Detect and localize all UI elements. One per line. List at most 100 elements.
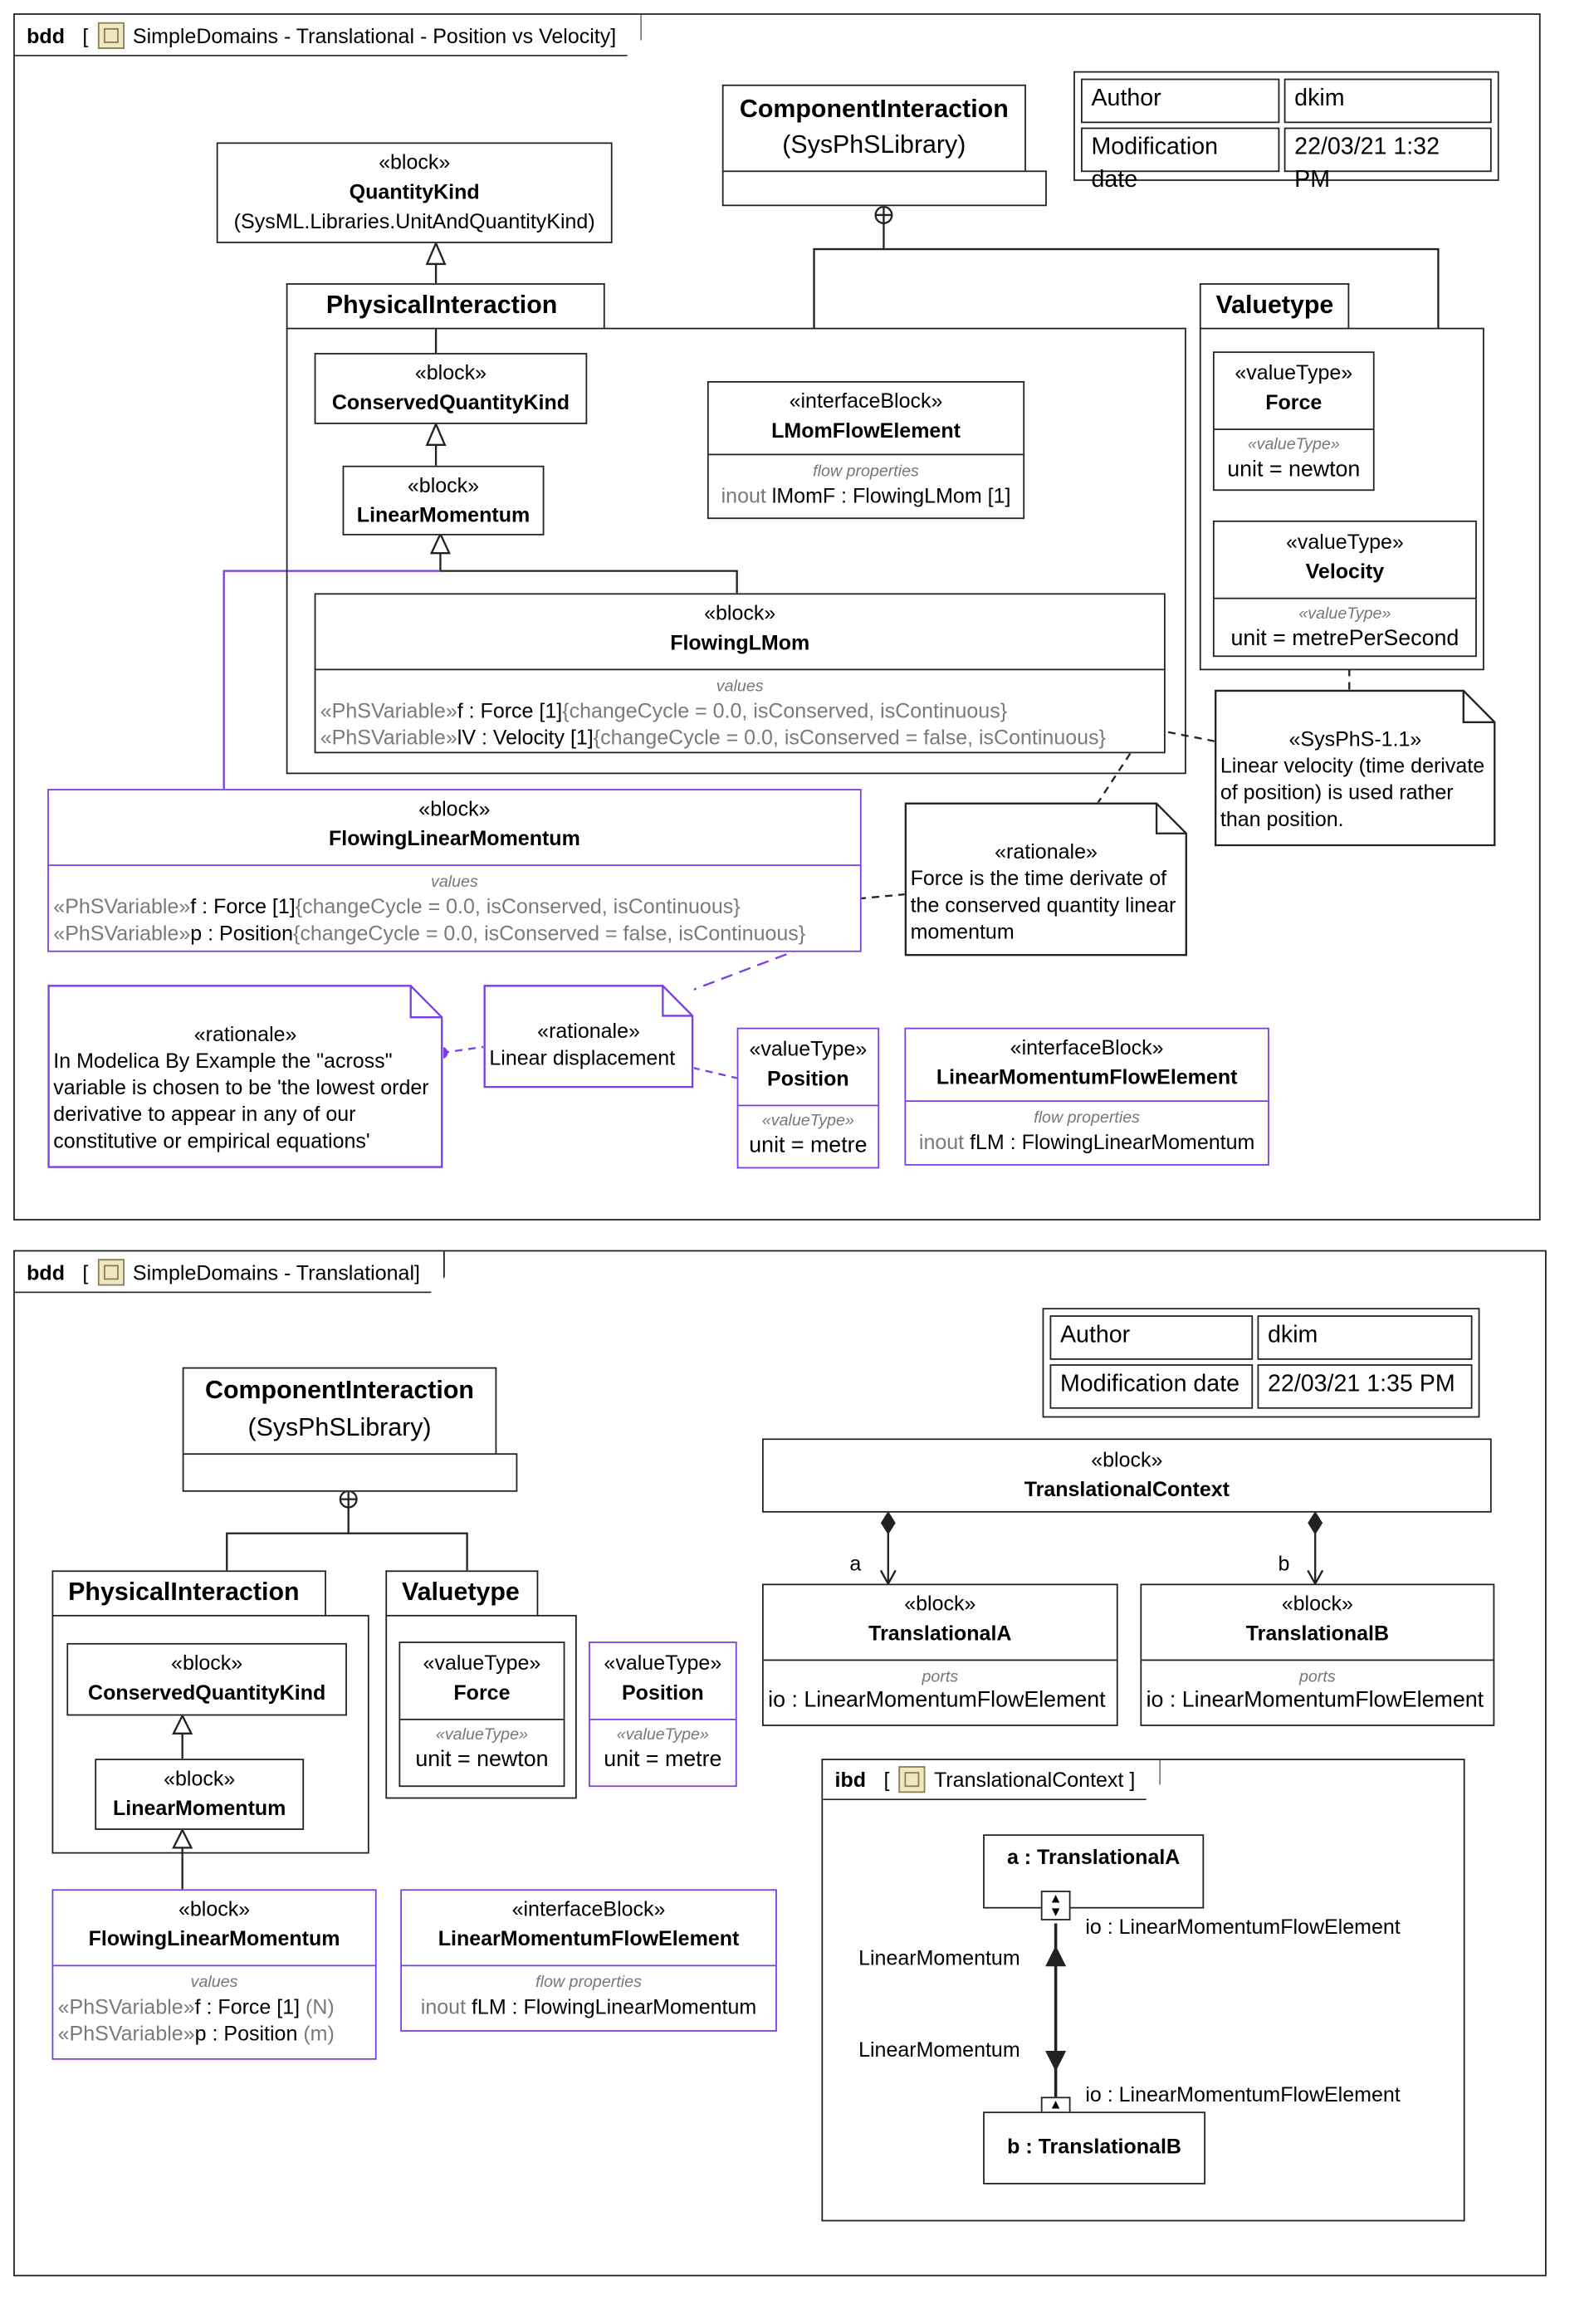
property-type: : Force [1] [462, 698, 563, 722]
property-type: : Position [202, 921, 294, 945]
block-conserved-quantity-kind[interactable]: «block» ConservedQuantityKind [314, 353, 588, 424]
value-property-f[interactable]: «PhSVariable»f : Force [1]{changeCycle =… [315, 697, 1164, 723]
package-physical-interaction[interactable] [286, 327, 1186, 775]
unit: unit = newton [1227, 457, 1361, 482]
diagram-kind: bdd [27, 1260, 65, 1284]
value-type-position[interactable]: «valueType» Position «valueType» unit = … [736, 1027, 880, 1169]
property-type: : Velocity [1] [475, 725, 594, 749]
value-type-position[interactable]: «valueType» Position «valueType» unit = … [589, 1641, 737, 1788]
interface-block-linear-momentum-flow-element[interactable]: «interfaceBlock» LinearMomentumFlowEleme… [400, 1889, 777, 2032]
property-stereotype: «PhSVariable» [57, 2021, 195, 2045]
frame-header: ibd[TranslationalContext ] [823, 1760, 1160, 1800]
flow-direction: inout [420, 1994, 467, 2018]
role-label-a: a [849, 1551, 862, 1575]
stereotype: «block» [171, 1650, 243, 1675]
value-type-name: Position [622, 1680, 704, 1705]
note-stereotype: «rationale» [193, 1021, 297, 1046]
stereotype: «block» [164, 1766, 236, 1790]
block-flowing-lmom[interactable]: «block» FlowingLMom values «PhSVariable»… [314, 593, 1166, 754]
value-type-force[interactable]: «valueType» Force «valueType» unit = new… [1212, 351, 1375, 492]
stereotype: «block» [407, 472, 480, 497]
compartment-label: values [190, 1974, 238, 1992]
package-physical-interaction-tab[interactable]: PhysicalInteraction [51, 1570, 326, 1617]
property-name: lV [457, 725, 476, 749]
note-stereotype: «rationale» [537, 1018, 640, 1043]
stereotype: «interfaceBlock» [511, 1896, 666, 1920]
block-translational-context[interactable]: «block» TranslationalContext [762, 1438, 1492, 1513]
diagram-kind: bdd [27, 22, 65, 47]
bdd-frame-position-vs-velocity[interactable]: bdd[SimpleDomains - Translational - Posi… [13, 13, 1541, 1221]
port-a-label: io : LinearMomentumFlowElement [1085, 1914, 1401, 1939]
block-name: LinearMomentumFlowElement [936, 1064, 1238, 1089]
block-name: FlowingLMom [670, 630, 810, 654]
author-table: Author dkim Modification date 22/03/21 1… [1073, 71, 1499, 193]
ibd-diagram-icon [898, 1766, 925, 1793]
package-valuetype-tab[interactable]: Valuetype [385, 1570, 539, 1617]
property-constraint: {changeCycle = 0.0, isConserved, isConti… [562, 698, 1008, 722]
author-value: dkim [1284, 78, 1492, 124]
unit: unit = metrePerSecond [1230, 625, 1460, 652]
block-flowing-linear-momentum[interactable]: «block» FlowingLinearMomentum values «Ph… [47, 789, 862, 952]
author-table: Author dkim Modification date 22/03/21 1… [1042, 1308, 1480, 1418]
block-name: FlowingLinearMomentum [328, 825, 580, 850]
package-valuetype[interactable] [1199, 327, 1484, 671]
package-physical-interaction-tab[interactable]: PhysicalInteraction [286, 283, 605, 330]
block-quantity-kind[interactable]: «block» QuantityKind (SysML.Libraries.Un… [216, 142, 613, 243]
diagram-title: SimpleDomains - Translational - Position… [132, 22, 617, 47]
block-linear-momentum[interactable]: «block» LinearMomentum [342, 465, 545, 536]
part-b-translational-b[interactable]: b : TranslationalB [983, 2111, 1206, 2185]
block-conserved-quantity-kind[interactable]: «block» ConservedQuantityKind [66, 1642, 347, 1716]
block-translational-b[interactable]: «block» TranslationalB ports io : Linear… [1140, 1583, 1495, 1726]
property-type: : Position [206, 2021, 298, 2045]
value-property-lv[interactable]: «PhSVariable»lV : Velocity [1]{changeCyc… [315, 724, 1164, 751]
value-type-velocity[interactable]: «valueType» Velocity «valueType» unit = … [1212, 520, 1477, 658]
note-rationale-linear-displacement[interactable]: «rationale» Linear displacement [483, 984, 694, 1089]
note-rationale-modelica[interactable]: «rationale» In Modelica By Example the "… [47, 984, 444, 1169]
bdd-frame-translational[interactable]: bdd[SimpleDomains - Translational] [13, 1250, 1547, 2277]
ibd-frame-translational-context[interactable]: ibd[TranslationalContext ] [821, 1759, 1465, 2222]
component-interaction-shape[interactable]: ComponentInteraction (SysPhSLibrary) [721, 84, 1047, 207]
modification-date-label: Modification date [1049, 1364, 1254, 1409]
note-text: Linear velocity (time derivate of positi… [1220, 753, 1485, 831]
port-io[interactable]: io : LinearMomentumFlowElement [768, 1687, 1106, 1713]
block-name: FlowingLinearMomentum [88, 1926, 340, 1950]
value-property-f[interactable]: «PhSVariable»f : Force [1] (N) [53, 1993, 375, 2019]
block-translational-a[interactable]: «block» TranslationalA ports io : Linear… [762, 1583, 1118, 1726]
part-a-translational-a[interactable]: a : TranslationalA [983, 1834, 1205, 1909]
package-valuetype[interactable] [385, 1614, 577, 1799]
unit: unit = metre [749, 1133, 868, 1158]
block-name: ConservedQuantityKind [331, 389, 570, 414]
block-name: LinearMomentum [356, 502, 531, 527]
unit: unit = newton [415, 1746, 549, 1773]
block-name: TranslationalB [1245, 1621, 1390, 1645]
value-property-f[interactable]: «PhSVariable»f : Force [1]{changeCycle =… [49, 893, 860, 919]
author-label: Author [1049, 1315, 1254, 1360]
role-label-b: b [1278, 1551, 1290, 1575]
stereotype: «interfaceBlock» [789, 388, 943, 413]
note-rationale-force[interactable]: «rationale» Force is the time derivate o… [904, 802, 1188, 957]
compartment-label: «valueType» [1298, 604, 1391, 624]
interface-block-linear-momentum-flow-element[interactable]: «interfaceBlock» LinearMomentumFlowEleme… [904, 1027, 1269, 1166]
value-property-p[interactable]: «PhSVariable»p : Position{changeCycle = … [49, 919, 860, 946]
package-valuetype-tab[interactable]: Valuetype [1199, 283, 1350, 330]
package-physical-interaction[interactable] [51, 1614, 369, 1854]
property-type: : Force [1] [200, 1994, 301, 2018]
component-interaction-shape[interactable]: ComponentInteraction (SysPhSLibrary) [182, 1367, 518, 1492]
part-name: a : TranslationalA [1006, 1844, 1181, 1869]
property-constraint: {changeCycle = 0.0, isConserved, isConti… [295, 893, 741, 918]
stereotype: «valueType» [1285, 529, 1404, 554]
block-flowing-linear-momentum[interactable]: «block» FlowingLinearMomentum values «Ph… [51, 1889, 377, 2060]
flow-label-bottom: LinearMomentum [858, 2037, 1020, 2062]
value-property-p[interactable]: «PhSVariable»p : Position (m) [53, 2020, 375, 2047]
port-io[interactable]: io : LinearMomentumFlowElement [1146, 1687, 1484, 1713]
property-name: f [194, 1994, 201, 2018]
property-type: : Force [1] [196, 893, 296, 918]
port-a-icon[interactable]: ▲▼ [1040, 1891, 1071, 1920]
compartment-label: «valueType» [435, 1725, 528, 1744]
flow-label-top: LinearMomentum [858, 1945, 1020, 1969]
interface-block-lmom-flow-element[interactable]: «interfaceBlock» LMomFlowElement flow pr… [707, 381, 1025, 520]
note-sysphs[interactable]: «SysPhS-1.1» Linear velocity (time deriv… [1214, 689, 1497, 847]
block-linear-momentum[interactable]: «block» LinearMomentum [95, 1759, 305, 1830]
compartment-label: flow properties [535, 1974, 642, 1992]
value-type-force[interactable]: «valueType» Force «valueType» unit = new… [398, 1641, 565, 1788]
